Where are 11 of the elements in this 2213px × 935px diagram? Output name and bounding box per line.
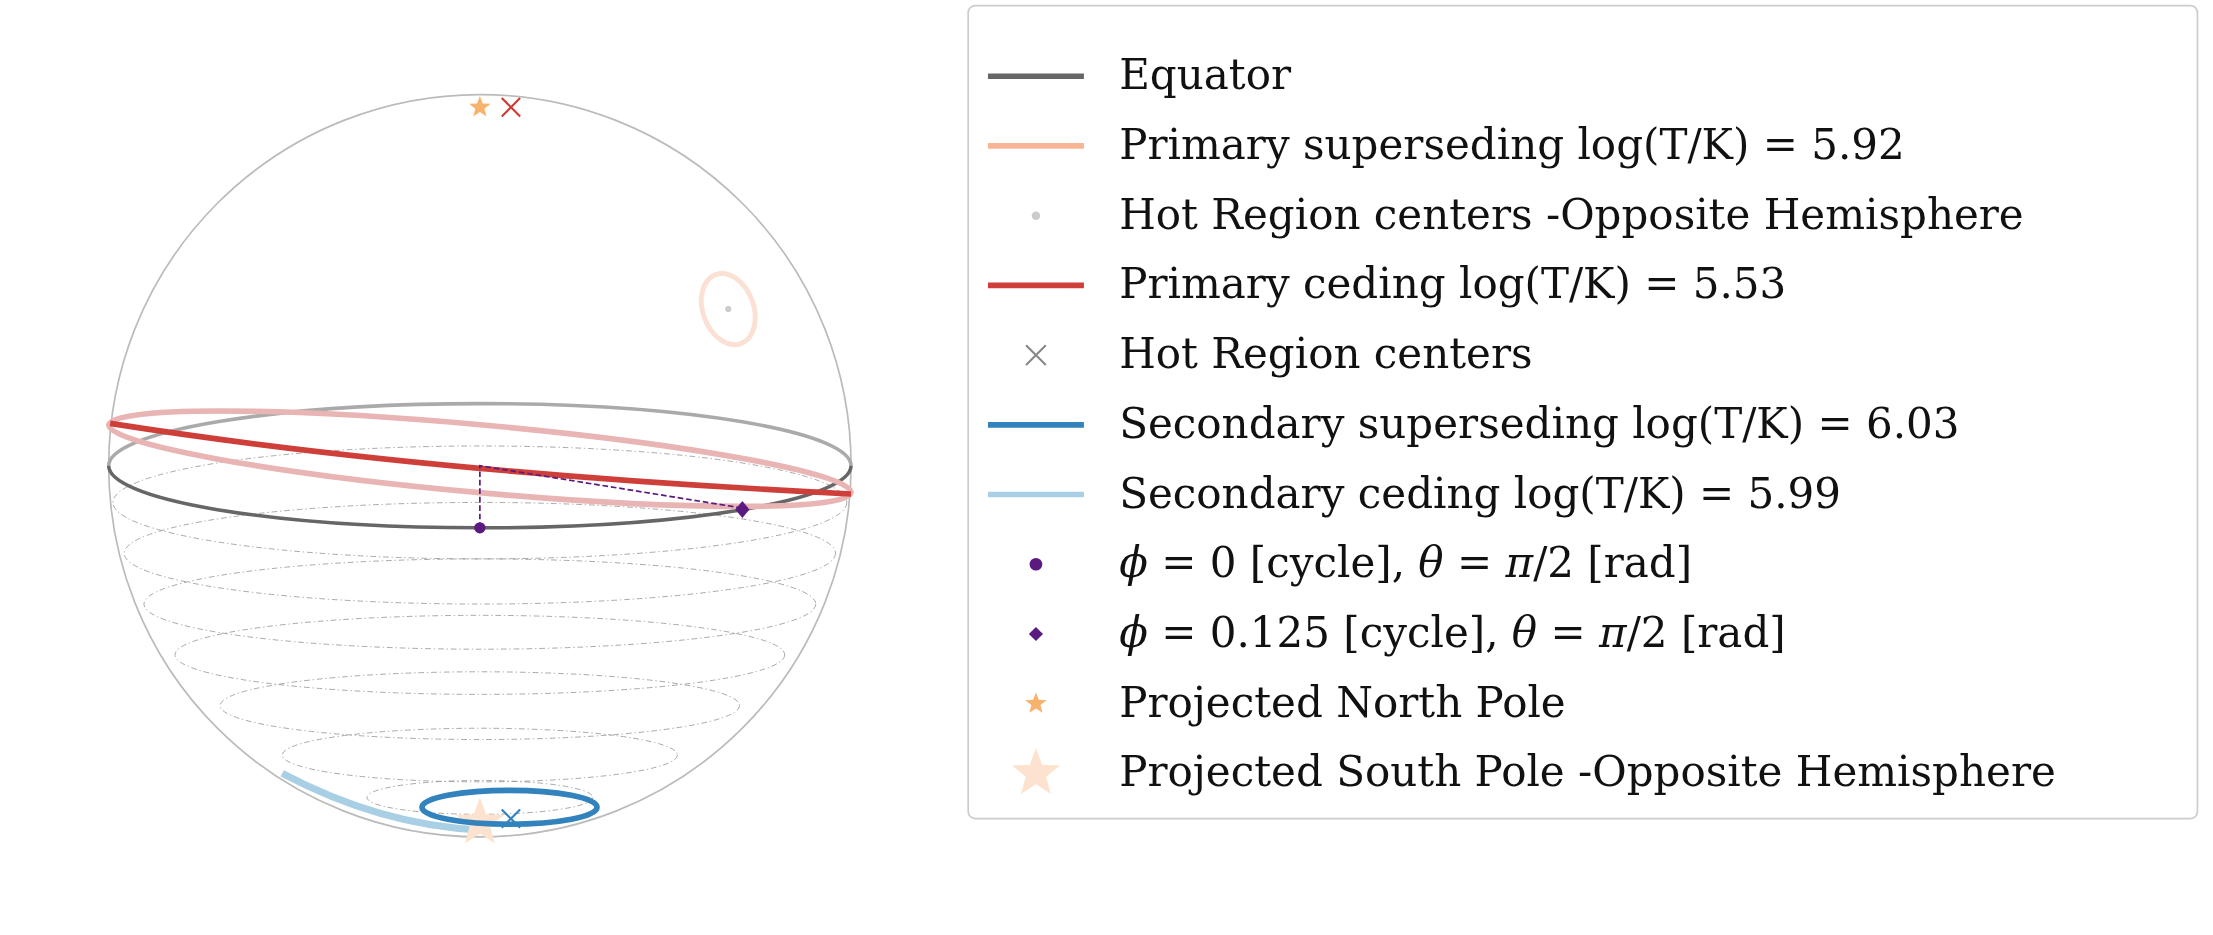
legend-text: Hot Region centers [1119,330,1533,379]
legend-text: ϕ = 0 [cycle], θ = π/2 [rad] [1119,539,1693,588]
legend-text: Secondary superseding log(T/K) = 6.03 [1119,399,1960,448]
legend-text: Projected North Pole [1119,678,1566,727]
legend-text: Secondary ceding log(T/K) = 5.99 [1119,469,1842,518]
legend-text: Projected South Pole -Opposite Hemisphere [1119,748,2056,797]
legend-text: Primary ceding log(T/K) = 5.53 [1119,260,1787,309]
legend-text: Equator [1119,51,1292,100]
legend-text: ϕ = 0.125 [cycle], θ = π/2 [rad] [1119,608,1786,657]
legend-text: Hot Region centers -Opposite Hemisphere [1119,190,2024,239]
legend-text: Primary superseding log(T/K) = 5.92 [1119,120,1905,169]
